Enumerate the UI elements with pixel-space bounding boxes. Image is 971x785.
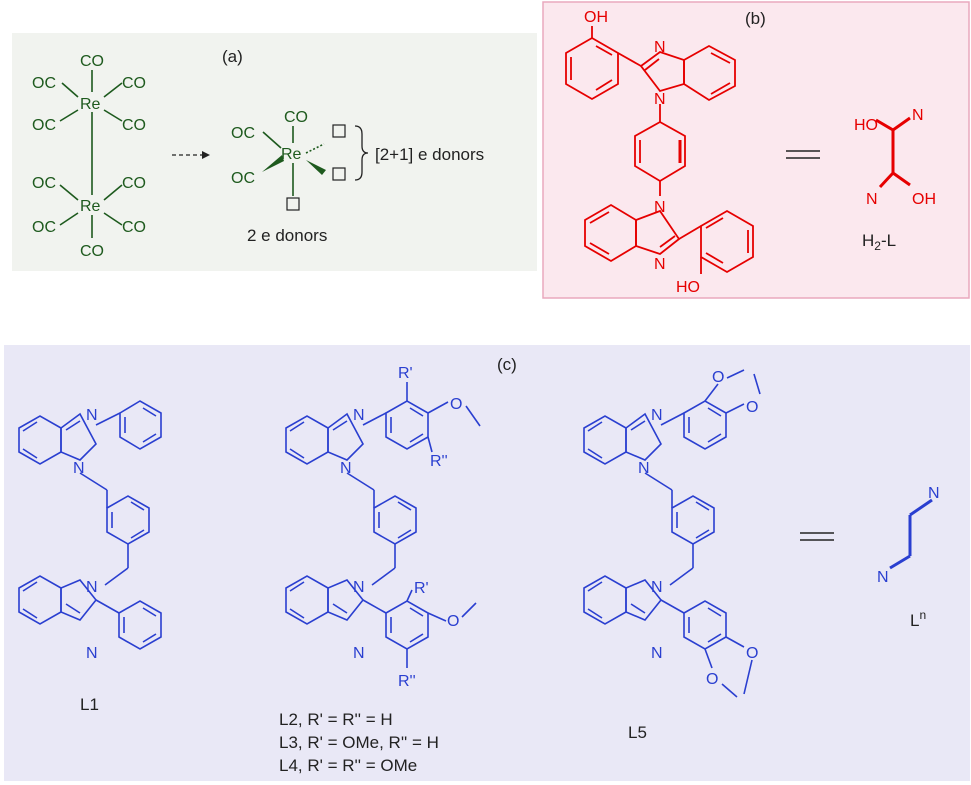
wedge-bond-left (262, 155, 284, 172)
l5-o-bottom-2: O (706, 671, 718, 688)
donor-bracket-text: [2+1] e donors (375, 145, 484, 164)
l2-r1-bottom: R' (414, 580, 429, 597)
co-top: CO (80, 53, 104, 70)
co-fragment-top: CO (284, 109, 308, 126)
panel-b-label: (b) (745, 9, 766, 28)
l2-r2-top: R'' (430, 453, 448, 470)
ln-n-bottom: N (877, 569, 889, 586)
l1-n-bottom: N (86, 645, 98, 662)
oc-lower-upper-left: OC (32, 175, 56, 192)
l1-n-bridge-top: N (73, 460, 85, 477)
l1-n-top: N (86, 407, 98, 424)
compound-l5-structure (583, 369, 761, 698)
generic-ln-structure (889, 498, 933, 570)
ligand-label-h2l: H2-L (862, 231, 896, 253)
h2l-simplified (875, 116, 911, 189)
l2-n-bridge-bottom: N (353, 579, 365, 596)
l5-n-bridge-bottom: N (651, 579, 663, 596)
n-upper-bridge: N (654, 91, 666, 108)
square-open-site-icon (332, 167, 346, 181)
wedge-bond-right (306, 160, 326, 175)
l5-n-bottom: N (651, 645, 663, 662)
compound-l4-label: L4, R' = R'' = OMe (279, 756, 417, 775)
co-upper-lower-right: CO (122, 117, 146, 134)
panel-b: (b) (565, 9, 936, 296)
l1-n-bridge-bottom: N (86, 579, 98, 596)
l2-n-top: N (353, 407, 365, 424)
generic-ln-label: Ln (910, 608, 926, 630)
n-upper-imidazole: N (654, 39, 666, 56)
oc-upper-left: OC (32, 75, 56, 92)
re-lower: Re (80, 198, 101, 215)
n-lower-bridge: N (654, 199, 666, 216)
square-open-site-icon (286, 197, 300, 211)
h2l-structure (565, 26, 754, 274)
compound-l5-label: L5 (628, 723, 647, 742)
panel-a-label: (a) (222, 47, 243, 66)
re2-co10-structure (59, 70, 123, 238)
l5-n-top: N (651, 407, 663, 424)
co-bottom: CO (80, 243, 104, 260)
co-upper-right: CO (122, 75, 146, 92)
compound-l2-l4-structure (285, 382, 481, 668)
compound-l3-label: L3, R' = OMe, R'' = H (279, 733, 439, 752)
square-open-site-icon (332, 124, 346, 138)
donor-below-text: 2 e donors (247, 226, 327, 245)
panel-a-background (12, 33, 537, 271)
n-simplified-bottom: N (866, 191, 878, 208)
l2-r2-bottom: R'' (398, 673, 416, 690)
l2-o-top: O (450, 396, 462, 413)
ln-n-top: N (928, 485, 940, 502)
l5-o-bottom-1: O (746, 645, 758, 662)
ho-bottom: HO (676, 279, 700, 296)
l5-o-top-2: O (746, 399, 758, 416)
l2-o-bottom: O (447, 613, 459, 630)
re-fragment: Re (281, 146, 302, 163)
oh-top: OH (584, 9, 608, 26)
l5-n-bridge-top: N (638, 460, 650, 477)
re-upper: Re (80, 96, 101, 113)
n-simplified-top: N (912, 107, 924, 124)
l2-r1-top: R' (398, 365, 413, 382)
panel-c: (c) (18, 355, 940, 775)
l2-n-bridge-top: N (340, 460, 352, 477)
panel-c-background (4, 345, 970, 781)
compound-l2-label: L2, R' = R'' = H (279, 710, 393, 729)
panel-c-label: (c) (497, 355, 517, 374)
oc-fragment-upper: OC (231, 125, 255, 142)
double-line-equals-icon (786, 150, 820, 159)
co-lower-right: CO (122, 219, 146, 236)
ho-simplified: HO (854, 117, 878, 134)
curly-brace-icon (354, 125, 369, 181)
oh-simplified: OH (912, 191, 936, 208)
co-lower-upper-right: CO (122, 175, 146, 192)
panel-a: (a) CO OC CO Re OC CO OC CO Re OC CO CO (32, 47, 484, 260)
oc-lower-left: OC (32, 219, 56, 236)
compound-l1-structure (18, 400, 162, 650)
n-lower-imidazole: N (654, 256, 666, 273)
l2-n-bottom: N (353, 645, 365, 662)
compound-l1-label: L1 (80, 695, 99, 714)
double-line-equals-icon (800, 532, 834, 541)
oc-upper-lower-left: OC (32, 117, 56, 134)
oc-fragment-lower: OC (231, 170, 255, 187)
l5-o-top-1: O (712, 369, 724, 386)
re-co3-fragment (262, 126, 325, 196)
dashed-arrow-icon (172, 151, 210, 159)
